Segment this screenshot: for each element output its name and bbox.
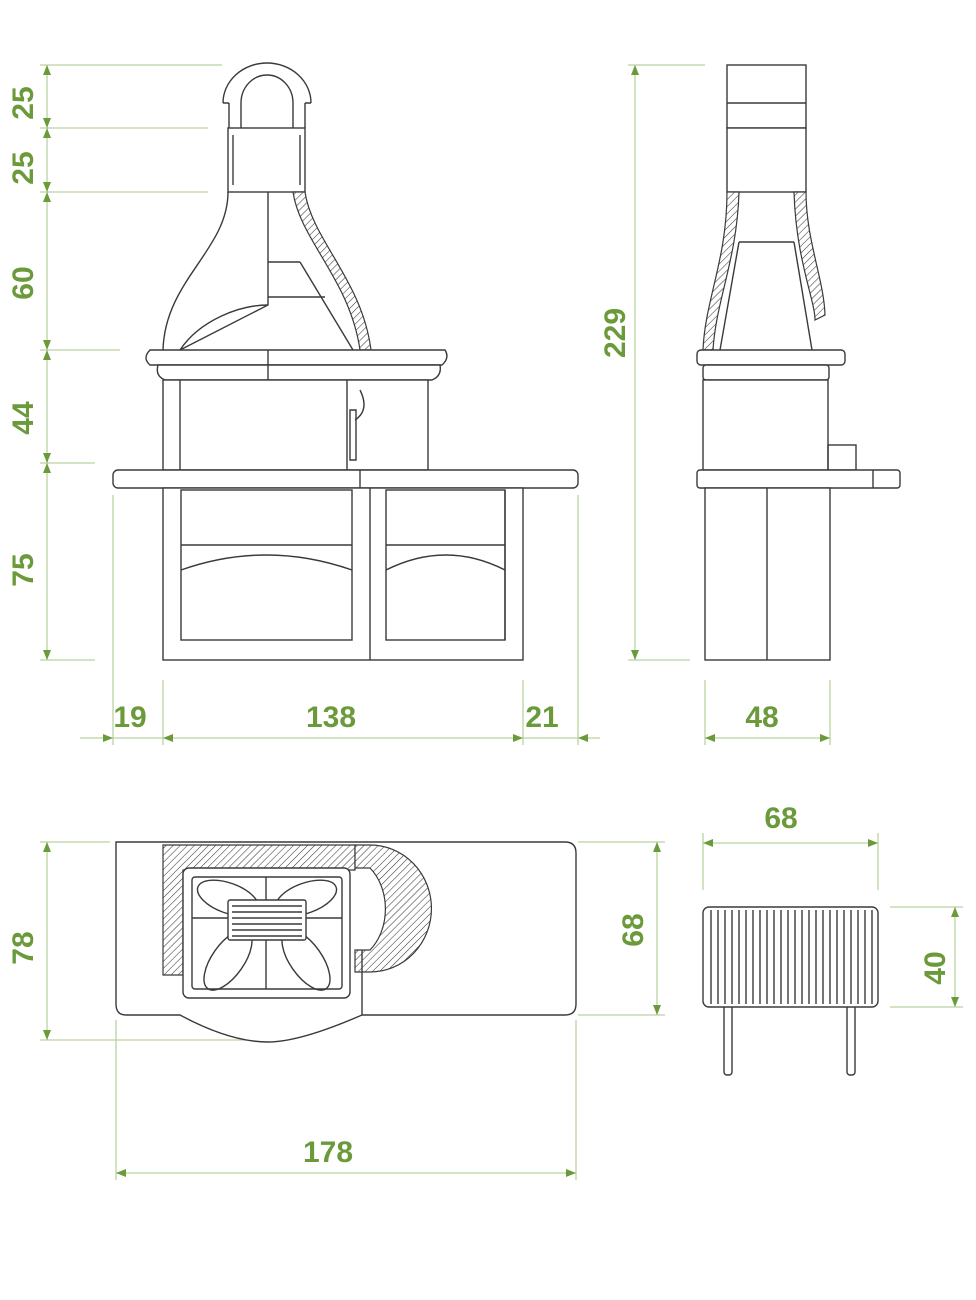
dim-chimney-cap-height: 25 (7, 86, 40, 119)
grate-height-dimension: 40 (890, 906, 963, 1008)
dim-hood-height: 60 (7, 266, 40, 299)
plan-hood-dimension: 68 (578, 841, 665, 1016)
dim-left-overhang: 19 (113, 701, 146, 734)
grate-drawing (702, 906, 879, 1076)
dim-plan-width: 178 (303, 1136, 353, 1169)
dim-base-width: 138 (306, 701, 356, 734)
front-width-dimensions: 19 138 21 (80, 495, 600, 745)
dim-grate-width: 68 (764, 802, 797, 835)
dim-chimney-height: 25 (7, 151, 40, 184)
dim-total-height: 229 (599, 308, 632, 358)
side-view-drawing (696, 64, 901, 661)
side-height-dimension: 229 (599, 64, 705, 661)
dim-depth: 48 (745, 701, 778, 734)
plan-view-drawing (115, 841, 577, 1043)
dim-grate-height: 40 (919, 951, 952, 984)
dim-base-height: 75 (7, 553, 40, 586)
grate-width-dimension: 68 (702, 802, 879, 890)
plan-depth-dimension: 78 (7, 841, 270, 1041)
side-depth-dimension: 48 (704, 680, 831, 745)
front-height-dimensions: 25 25 60 44 75 (7, 64, 222, 661)
front-view-drawing (112, 62, 579, 661)
dim-hood-depth: 68 (617, 913, 650, 946)
dim-right-overhang: 21 (525, 701, 558, 734)
dim-firebox-height: 44 (7, 401, 40, 435)
plan-width-dimension: 178 (115, 1020, 577, 1180)
dim-plan-depth: 78 (7, 931, 40, 964)
